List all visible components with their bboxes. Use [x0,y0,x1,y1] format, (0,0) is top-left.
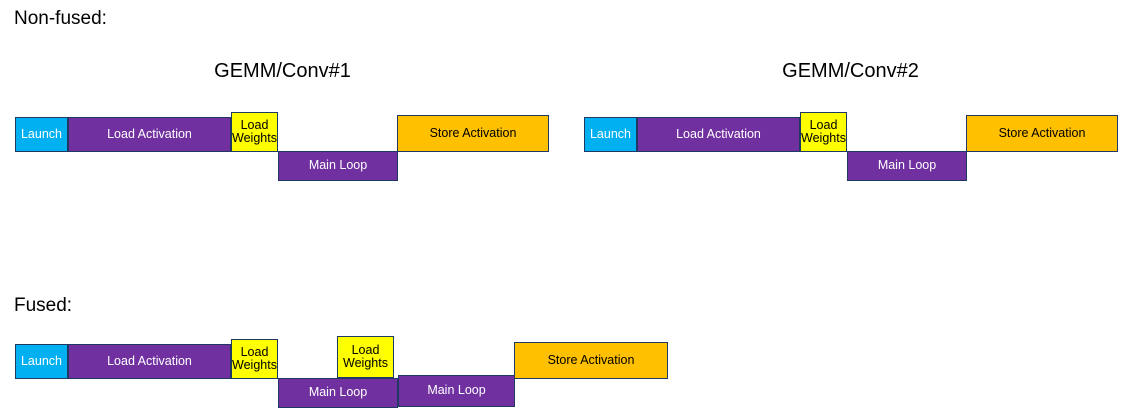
block-main-loop-1-fused-timeline: Main Loop [278,378,398,408]
block-load-activation-fused-timeline: Load Activation [68,344,231,379]
group-title-gemm-conv-1: GEMM/Conv#1 [214,60,351,82]
block-launch-gemm-conv-2: Launch [584,117,637,152]
block-load-weights-gemm-conv-1: Load Weights [231,112,278,152]
block-main-loop-gemm-conv-2: Main Loop [847,151,967,181]
block-load-weights-gemm-conv-2: Load Weights [800,112,847,152]
block-launch-gemm-conv-1: Launch [15,117,68,152]
block-load-weights-2-fused-timeline: Load Weights [337,336,394,378]
block-store-activation-gemm-conv-1: Store Activation [397,115,549,152]
block-load-activation-gemm-conv-2: Load Activation [637,117,800,152]
section-label-non-fused: Non-fused: [14,8,107,29]
block-load-weights-1-fused-timeline: Load Weights [231,339,278,379]
block-load-activation-gemm-conv-1: Load Activation [68,117,231,152]
group-title-gemm-conv-2: GEMM/Conv#2 [782,60,919,82]
block-main-loop-gemm-conv-1: Main Loop [278,151,398,181]
block-store-activation-fused-timeline: Store Activation [514,342,668,379]
block-store-activation-gemm-conv-2: Store Activation [966,115,1118,152]
block-launch-fused-timeline: Launch [15,344,68,379]
block-main-loop-2-fused-timeline: Main Loop [398,375,515,407]
section-label-fused: Fused: [14,295,73,316]
